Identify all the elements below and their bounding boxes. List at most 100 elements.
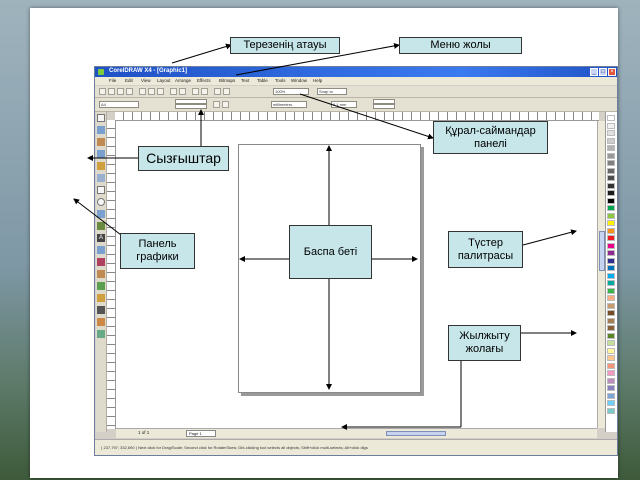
menu-help[interactable]: Help [313,78,323,83]
basic-shapes-icon[interactable] [97,222,105,230]
color-swatch[interactable] [607,130,615,136]
color-swatch[interactable] [607,370,615,376]
color-swatch[interactable] [607,160,615,166]
menu-arrange[interactable]: Arrange [175,78,192,83]
crop-tool-icon[interactable] [97,138,105,146]
color-swatch[interactable] [607,122,615,129]
paste-icon[interactable] [157,88,164,95]
color-swatch[interactable] [607,227,615,234]
color-swatch[interactable] [607,220,615,226]
horizontal-ruler[interactable] [115,112,599,121]
menu-bitmaps[interactable]: Bitmaps [219,78,236,83]
duplicate-y-field[interactable] [373,104,395,109]
color-swatch[interactable] [607,310,615,316]
vertical-scroll-thumb[interactable] [599,231,605,271]
menu-text[interactable]: Text [241,78,250,83]
page-tab[interactable]: Page 1 [186,430,216,437]
horizontal-scrollbar[interactable]: 1 of 1 Page 1 [116,428,597,438]
color-swatch[interactable] [607,175,615,181]
color-swatch[interactable] [607,212,615,219]
color-swatch[interactable] [607,115,615,121]
units-combo[interactable]: millimeters [271,101,307,108]
nudge-field[interactable]: 0,1 mm [331,101,357,108]
text-tool-icon[interactable]: A [97,234,105,242]
color-swatch[interactable] [607,242,615,249]
color-swatch[interactable] [607,400,615,406]
color-swatch[interactable] [607,182,615,189]
outline-tool-icon[interactable] [97,306,105,314]
color-swatch[interactable] [607,340,615,346]
color-swatch[interactable] [607,385,615,391]
open-icon[interactable] [108,88,115,95]
polygon-tool-icon[interactable] [97,210,105,218]
vertical-scrollbar[interactable] [597,121,606,428]
color-swatch[interactable] [607,152,615,159]
color-swatch[interactable] [607,235,615,241]
horizontal-scroll-thumb[interactable] [386,431,446,436]
portrait-icon[interactable] [213,101,220,108]
shape-tool-icon[interactable] [97,126,105,134]
color-swatch[interactable] [607,257,615,264]
color-swatch[interactable] [607,167,615,174]
color-swatch[interactable] [607,362,615,369]
color-swatch[interactable] [607,332,615,339]
redo-icon[interactable] [179,88,186,95]
page-width-field[interactable] [175,99,207,104]
minimize-button[interactable]: _ [590,68,598,76]
color-swatch[interactable] [607,280,615,286]
menu-layout[interactable]: Layout [157,78,171,83]
menu-window[interactable]: Window [291,78,308,83]
blend-tool-icon[interactable] [97,282,105,290]
color-swatch[interactable] [607,407,615,414]
zoom-combo[interactable]: 100% [273,88,309,95]
color-swatch[interactable] [607,137,615,144]
undo-icon[interactable] [170,88,177,95]
menu-effects[interactable]: Effects [197,78,211,83]
color-swatch[interactable] [607,377,615,384]
pick-tool-icon[interactable] [97,114,105,122]
eyedropper-tool-icon[interactable] [97,294,105,302]
color-swatch[interactable] [607,250,615,256]
save-icon[interactable] [117,88,124,95]
color-swatch[interactable] [607,287,615,294]
landscape-icon[interactable] [222,101,229,108]
zoom-tool-icon[interactable] [97,150,105,158]
page-navigator[interactable]: 1 of 1 [138,430,150,435]
menu-file[interactable]: File [109,78,117,83]
page-height-field[interactable] [175,104,207,109]
fill-tool-icon[interactable] [97,318,105,326]
close-button[interactable]: × [608,68,616,76]
table-tool-icon[interactable] [97,246,105,254]
menu-edit[interactable]: Edit [125,78,133,83]
color-swatch[interactable] [607,145,615,151]
freehand-tool-icon[interactable] [97,162,105,170]
vertical-ruler[interactable] [107,120,116,429]
menu-tools[interactable]: Tools [275,78,286,83]
color-swatch[interactable] [607,205,615,211]
ellipse-tool-icon[interactable] [97,198,105,206]
dimension-tool-icon[interactable] [97,258,105,266]
page-size-combo[interactable]: A4 [99,101,139,108]
smart-fill-icon[interactable] [97,174,105,182]
menu-view[interactable]: View [141,78,151,83]
color-swatch[interactable] [607,392,615,399]
color-swatch[interactable] [607,295,615,301]
interactive-fill-icon[interactable] [97,330,105,338]
color-swatch[interactable] [607,355,615,361]
export-icon[interactable] [201,88,208,95]
copy-icon[interactable] [148,88,155,95]
color-swatch[interactable] [607,302,615,309]
menu-table[interactable]: Table [257,78,268,83]
rectangle-tool-icon[interactable] [97,186,105,194]
color-swatch[interactable] [607,265,615,271]
color-swatch[interactable] [607,347,615,354]
launcher-icon[interactable] [214,88,221,95]
maximize-button[interactable]: □ [599,68,607,76]
color-swatch[interactable] [607,317,615,324]
connector-tool-icon[interactable] [97,270,105,278]
color-swatch[interactable] [607,325,615,331]
color-swatch[interactable] [607,197,615,204]
cut-icon[interactable] [139,88,146,95]
color-swatch[interactable] [607,272,615,279]
color-swatch[interactable] [607,190,615,196]
